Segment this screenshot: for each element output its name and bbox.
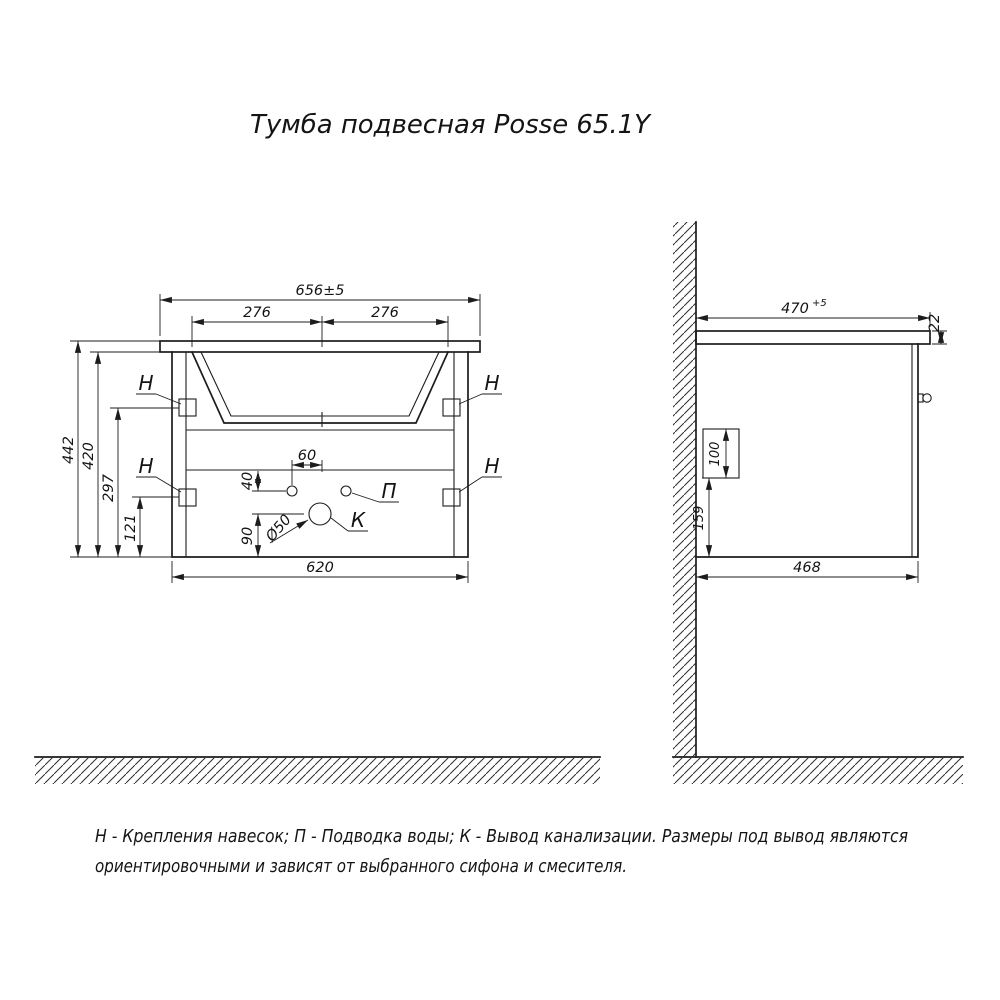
dim-656: 656±5 [295,283,344,299]
dim-276-right: 276 [371,305,399,321]
hook-square-bottom-left [178,488,197,507]
dim-159: 159 [692,506,707,531]
drain-circle [308,502,332,526]
countertop-front [159,340,481,353]
hook-label: Н [484,454,499,478]
cabinet-body-front [171,351,469,558]
cabinet-front-outline [159,340,481,558]
water-hole-left [286,485,298,497]
hook-label: Н [138,454,153,478]
floor [34,756,964,784]
legend-line-2: ориентировочными и зависят от выбранного… [95,856,627,877]
leader-dia50 [269,519,309,544]
hook-label: Н [138,371,153,395]
dim-470-tolerance: +5 [812,298,827,309]
hook-square-top-left [178,398,197,417]
dim-276-left: 276 [243,305,271,321]
dim-100: 100 [708,442,723,467]
dim-470: 470 [781,301,809,317]
dim-620: 620 [306,560,334,576]
dim-22: 22 [927,314,943,332]
water-hole-right [340,485,352,497]
front-view: 656±5 276 276 442 420 297 121 620 60 40 … [61,283,502,583]
door-knob [917,393,932,403]
sewer-label: К [351,508,366,532]
dim-420: 420 [81,442,97,470]
mount-hooks [178,398,461,507]
floor-hatch-right [673,758,963,784]
hook-square-top-right [442,398,461,417]
floor-hatch-left [35,758,600,784]
label-hook-bottom-left: Н [136,454,182,493]
siphon-recess [702,428,740,479]
dim-442: 442 [61,436,77,464]
drawing-title: Тумба подвесная Posse 65.1Y [250,110,652,140]
label-hook-top-right: Н [458,371,502,405]
water-label: П [381,479,396,503]
label-sewer-outlet: К [330,508,368,532]
legend-line-1: Н - Крепления навесок; П - Подводка воды… [95,826,908,847]
dim-90: 90 [240,527,256,545]
label-hook-top-left: Н [136,371,182,405]
wall-hatch [673,222,696,757]
sink-basin [190,350,450,424]
legend: Н - Крепления навесок; П - Подводка воды… [95,826,908,877]
dim-dia50: Ø50 [262,512,294,546]
dim-297: 297 [101,473,117,501]
hook-label: Н [484,371,499,395]
cabinet-inner-lines [185,352,455,557]
dim-60: 60 [298,448,316,464]
cabinet-body-side [695,343,919,558]
dim-121: 121 [123,514,139,542]
hook-square-bottom-right [442,488,461,507]
plumbing-holes [286,485,352,526]
dim-468: 468 [793,560,821,576]
dim-40: 40 [240,472,256,490]
label-hook-bottom-right: Н [458,454,502,493]
side-dimension-lines [696,314,945,581]
front-dimension-lines [74,296,480,581]
label-water-supply: П [351,479,399,503]
front-extension-lines [70,294,481,583]
countertop-side [695,330,931,345]
side-view: 470 +5 22 100 159 468 [673,221,947,758]
